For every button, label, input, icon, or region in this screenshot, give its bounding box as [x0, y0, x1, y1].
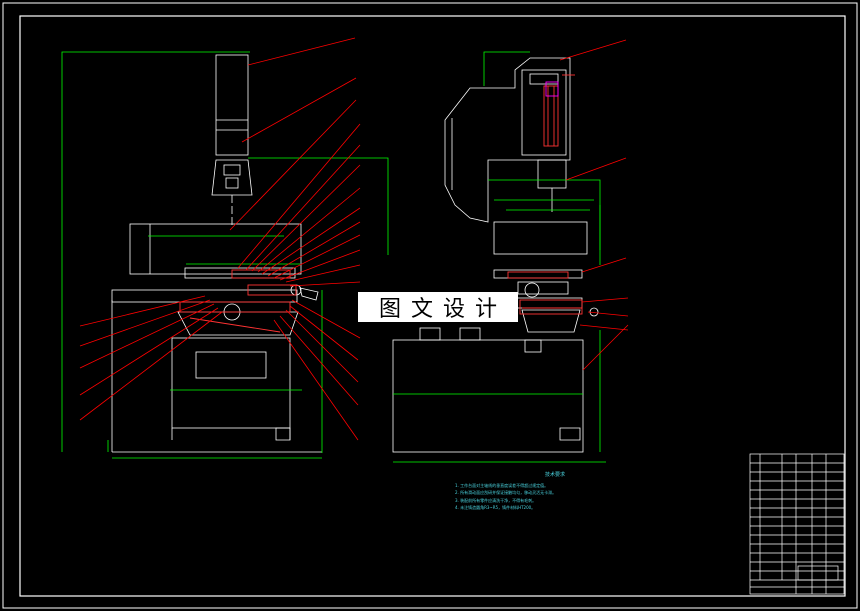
side-view	[392, 57, 599, 453]
sheet-inner-border	[19, 15, 846, 597]
side-view-leaders	[559, 39, 629, 371]
column-frame	[444, 57, 571, 223]
technical-note-item: 4. 未注铸造圆角R3~R5，铸件材料HT200。	[455, 505, 536, 510]
side-base	[392, 339, 584, 453]
side-view-parts	[507, 74, 583, 315]
spindle-taper	[211, 159, 253, 196]
front-view	[111, 54, 322, 453]
side-view-dimensions	[393, 51, 606, 463]
spindle-housing	[521, 69, 567, 156]
front-view-dimensions	[61, 51, 389, 459]
spindle-head	[129, 223, 302, 275]
front-view-parts	[179, 269, 297, 333]
technical-note-item: 3. 装配前所有零件应清洗干净，不得有毛刺。	[455, 497, 537, 503]
title-block	[749, 453, 845, 595]
technical-note-item: 2. 所有滑动面应刮研并保证接触均匀，移动灵活无卡滞。	[455, 490, 557, 495]
front-view-leaders	[79, 37, 361, 441]
watermark: 图文设计	[358, 292, 518, 322]
machine-base	[171, 337, 291, 429]
technical-notes: 技术要求 1. 工作台面对主轴线的垂直度误差不得超过规定值。 2. 所有滑动面应…	[455, 472, 655, 512]
spindle-column	[215, 54, 249, 156]
side-spindle	[537, 159, 567, 189]
technical-note-item: 1. 工作台面对主轴线的垂直度误差不得超过规定值。	[455, 482, 549, 488]
side-head	[493, 221, 588, 255]
technical-notes-title: 技术要求	[544, 472, 565, 478]
